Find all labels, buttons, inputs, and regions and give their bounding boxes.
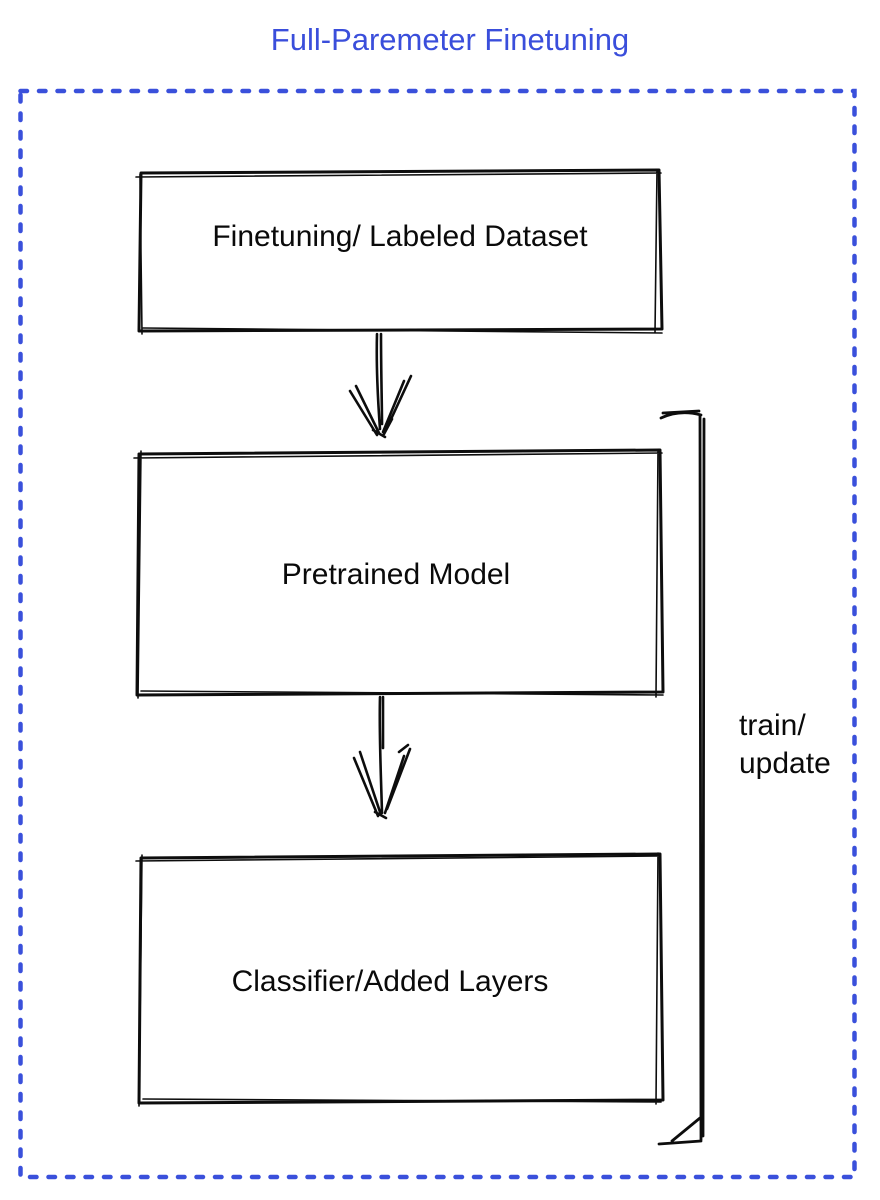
train-update-bracket-stroke [657,409,706,1146]
node-finetuning-dataset-label: Finetuning/ Labeled Dataset [212,220,588,253]
arrow-pretrained-to-classifier-stroke [352,695,412,820]
train-update-label-line1: train/ [739,709,806,742]
arrow-dataset-to-pretrained-stroke [348,332,413,439]
arrow-dataset-to-pretrained [348,332,413,439]
train-update-label-line2: update [739,747,831,780]
node-classifier-added-layers: Classifier/Added Layers [135,852,665,1107]
arrow-pretrained-to-classifier [352,695,412,820]
node-classifier-added-layers-label: Classifier/Added Layers [232,965,549,998]
node-finetuning-dataset-box [137,168,664,333]
node-finetuning-dataset: Finetuning/ Labeled Dataset [135,168,664,335]
dashed-boundary [18,88,857,1180]
node-pretrained-model-label: Pretrained Model [282,558,510,591]
node-pretrained-model-box [135,448,665,697]
train-update-bracket: train/ update [657,409,831,1146]
node-classifier-added-layers-sketch-stroke [135,852,662,1107]
node-pretrained-model-sketch-stroke [133,449,664,699]
diagram-title: Full-Paremeter Finetuning [271,22,629,57]
node-finetuning-dataset-sketch-stroke [135,169,663,335]
node-pretrained-model: Pretrained Model [133,448,665,699]
